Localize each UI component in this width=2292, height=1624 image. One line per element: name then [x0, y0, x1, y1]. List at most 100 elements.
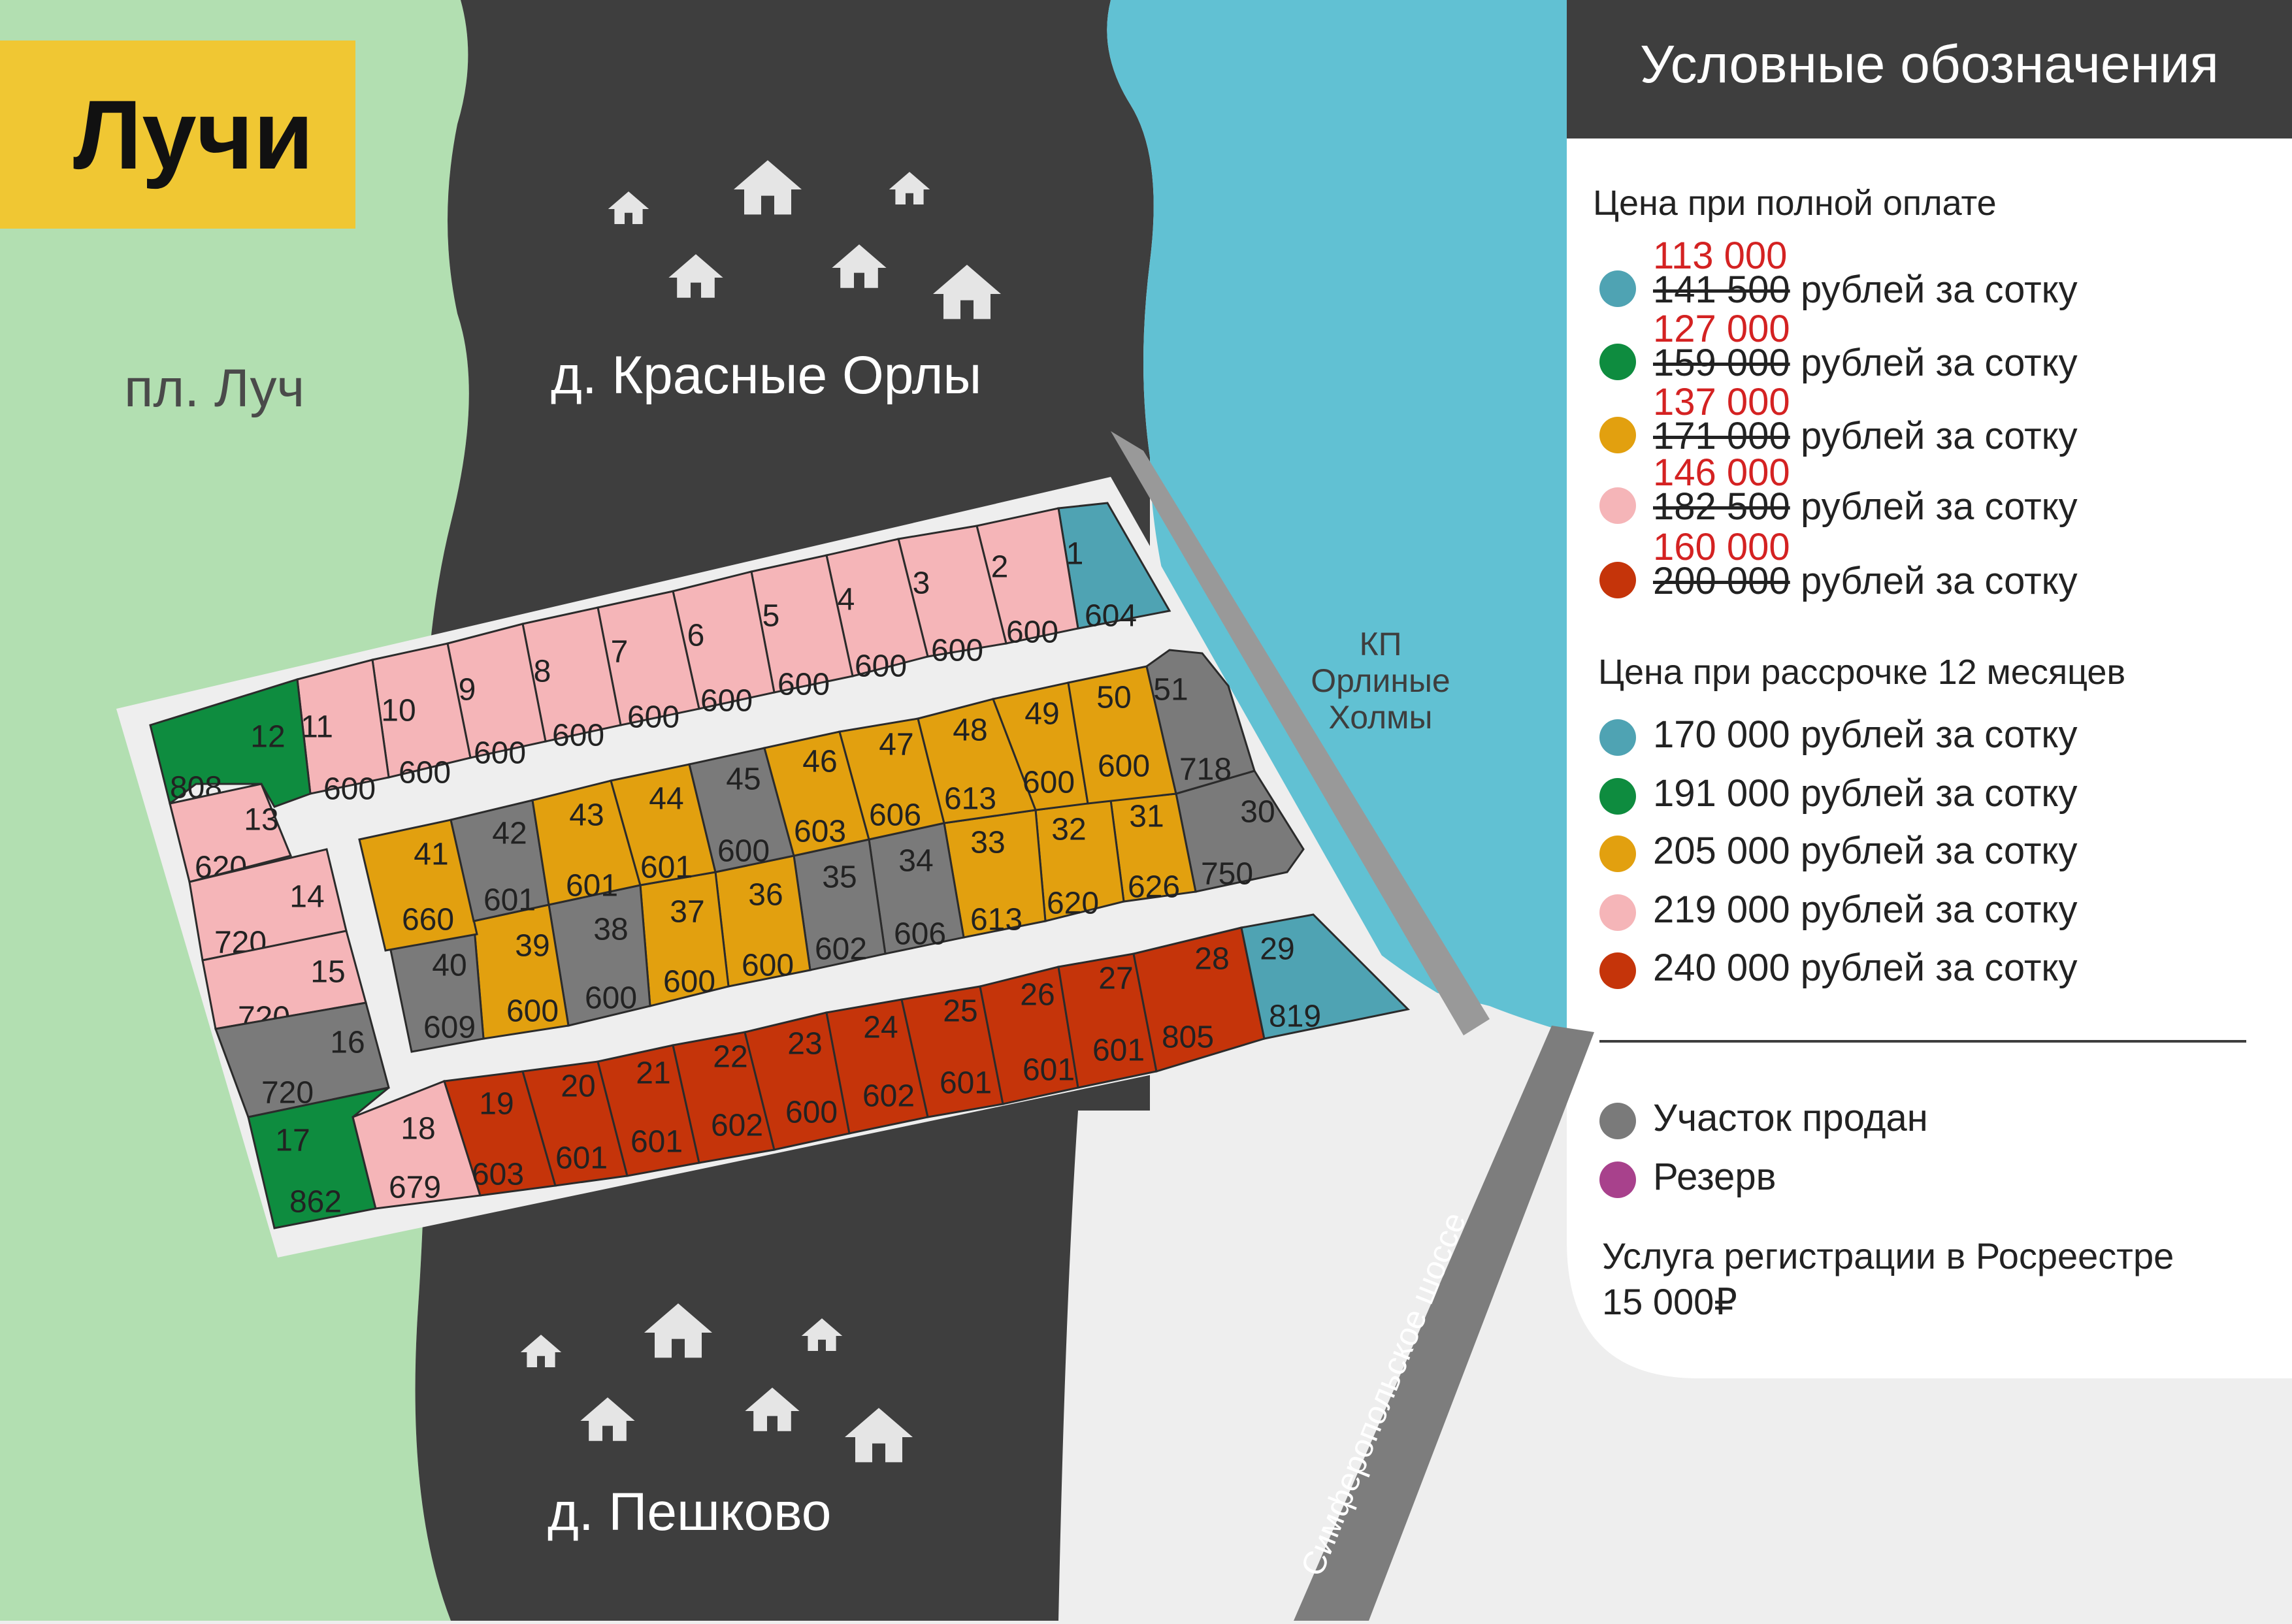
- house-icon: [644, 1303, 712, 1358]
- plot-number: 19: [479, 1087, 514, 1122]
- plot-48[interactable]: 48 613: [917, 698, 1038, 824]
- plot-area: 600: [323, 772, 376, 807]
- old-price: 171 000: [1653, 415, 1790, 457]
- plot-number: 23: [787, 1027, 822, 1062]
- price-color-dot: [1599, 562, 1636, 598]
- village-north-label: д. Красные Орлы: [551, 346, 982, 405]
- plot-area: 606: [894, 917, 946, 952]
- registration-price: 15 000₽: [1602, 1281, 1737, 1322]
- plot-number: 25: [943, 994, 977, 1029]
- plot-area: 600: [399, 756, 451, 790]
- plot-number: 17: [275, 1124, 310, 1158]
- installment-row: 191 000 рублей за сотку: [1593, 768, 2285, 826]
- plot-area: 600: [1006, 615, 1058, 650]
- discount-price: 160 000: [1653, 526, 1790, 568]
- plot-area: 600: [778, 668, 830, 702]
- plot-shape[interactable]: [1240, 913, 1411, 1040]
- plot-area: 603: [794, 815, 846, 849]
- plot-number: 18: [401, 1112, 435, 1146]
- plot-5[interactable]: 5 600: [750, 554, 854, 702]
- plot-area: 601: [940, 1066, 992, 1101]
- plot-shape[interactable]: [1145, 649, 1256, 795]
- plot-shape[interactable]: [169, 783, 293, 883]
- installment-price: 240 000 рублей за сотку: [1653, 947, 2078, 989]
- plot-number: 5: [762, 599, 780, 634]
- plot-number: 7: [611, 635, 629, 670]
- plot-area: 600: [585, 981, 637, 1016]
- plot-area: 604: [1085, 599, 1137, 634]
- plot-area: 600: [552, 719, 604, 753]
- plot-shape[interactable]: [149, 678, 312, 808]
- plot-area: 862: [289, 1185, 342, 1220]
- legend-divider: [1599, 1040, 2246, 1043]
- plot-shape[interactable]: [358, 819, 478, 952]
- plot-area: 600: [627, 700, 679, 735]
- plot-area: 601: [555, 1141, 608, 1176]
- plot-number: 48: [953, 713, 987, 748]
- plot-25[interactable]: 25 601: [900, 985, 1004, 1118]
- installment-row: 205 000 рублей за сотку: [1593, 825, 2285, 884]
- plot-area: 602: [711, 1109, 763, 1143]
- price-color-dot: [1599, 778, 1636, 815]
- house-icon: [745, 1388, 800, 1431]
- plot-area: 613: [944, 782, 996, 817]
- house-icon: [832, 244, 887, 288]
- installment-row: 240 000 рублей за сотку: [1593, 942, 2285, 1001]
- plots-group: 1604260036004600560066007600860096001060…: [149, 502, 1411, 1229]
- plot-number: 41: [414, 837, 448, 872]
- plot-number: 4: [838, 583, 855, 617]
- highway-road: [1294, 1026, 1594, 1621]
- plot-area: 805: [1162, 1020, 1214, 1055]
- installment-price: 219 000 рублей за сотку: [1653, 888, 2078, 931]
- plot-area: 679: [389, 1171, 441, 1205]
- plot-number: 32: [1051, 813, 1086, 847]
- plot-7[interactable]: 7 600: [597, 590, 700, 735]
- plot-18[interactable]: 18 679: [352, 1080, 482, 1210]
- plot-area: 600: [742, 949, 794, 983]
